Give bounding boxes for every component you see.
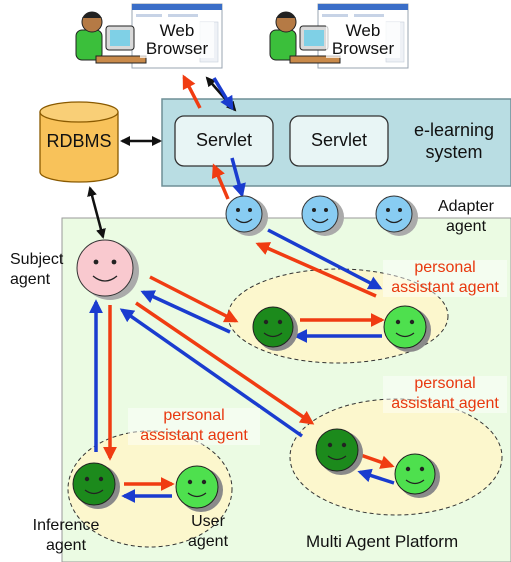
personal-assistant-label-1: personal assistant agent bbox=[383, 259, 507, 297]
pa3-line1: personal bbox=[163, 407, 225, 424]
elearning-line2: system bbox=[425, 141, 483, 162]
adapter-agent-face-1 bbox=[225, 195, 268, 236]
arrow-rdbms-subject bbox=[87, 186, 106, 239]
servlet-label-1: Servlet bbox=[195, 130, 253, 150]
user-agent-label: User agent bbox=[180, 513, 236, 551]
web-browser-label-2-line1: Web bbox=[345, 21, 381, 40]
pa1-line1: personal bbox=[414, 259, 476, 276]
pa2-line1: personal bbox=[414, 375, 476, 392]
pa2-line2: assistant agent bbox=[391, 394, 499, 412]
subject-agent-label: Subject agent bbox=[10, 251, 64, 289]
adapter-line2: agent bbox=[445, 217, 487, 235]
user-line1: User bbox=[191, 513, 225, 530]
user-agent-face-2 bbox=[394, 453, 440, 498]
inference-line2: agent bbox=[45, 536, 87, 554]
inference-agent-face-3 bbox=[72, 462, 120, 509]
subject-line2: agent bbox=[10, 270, 51, 288]
arrow-browser-to-servlet bbox=[212, 77, 234, 111]
web-browser-label-2-line2: Browser bbox=[331, 38, 395, 58]
inference-line1: Inference bbox=[32, 517, 100, 534]
arrow-servlet-to-browser bbox=[182, 74, 202, 109]
user-at-computer-icon-2 bbox=[269, 11, 341, 64]
personal-assistant-group-2 bbox=[289, 398, 503, 516]
web-browser-label-1-line1: Web bbox=[159, 21, 195, 40]
arrow-pa2-to-subject bbox=[119, 308, 304, 438]
arrow-pa1-to-subject bbox=[140, 290, 231, 334]
arrow-pa1-to-adapter bbox=[255, 242, 377, 298]
rdbms-database bbox=[39, 101, 119, 183]
adapter-agent-label: Adapter agent bbox=[428, 198, 504, 236]
subject-line1: Subject bbox=[10, 251, 64, 268]
user-agent-face-1 bbox=[383, 305, 431, 352]
user-line2: agent bbox=[187, 532, 229, 550]
arrow-adapter-to-pa1 bbox=[267, 228, 383, 290]
personal-assistant-label-2: personal assistant agent bbox=[383, 375, 507, 413]
arrow-subject-to-pa2 bbox=[135, 301, 315, 425]
arrow-servlet-to-adapter bbox=[230, 157, 246, 198]
user-agent-face-3 bbox=[175, 465, 223, 512]
inference-agent-label: Inference agent bbox=[18, 517, 114, 555]
pa1-line2: assistant agent bbox=[391, 278, 499, 296]
adapter-agent-face-3 bbox=[375, 195, 418, 236]
inference-agent-face-2 bbox=[315, 428, 363, 475]
arrow-subject-to-pa1 bbox=[149, 275, 239, 323]
arrow-adapter-to-servlet bbox=[211, 163, 230, 200]
elearning-line1: e-learning bbox=[413, 120, 495, 140]
web-browser-label-1-line2: Browser bbox=[145, 38, 209, 58]
web-browser-label-2: Web Browser bbox=[326, 22, 400, 58]
pa3-line2: assistant agent bbox=[140, 426, 248, 444]
adapter-line1: Adapter bbox=[437, 198, 495, 215]
platform-label: Multi Agent Platform bbox=[306, 532, 459, 551]
subject-agent-face bbox=[76, 239, 139, 300]
inference-agent-face-1 bbox=[252, 306, 298, 351]
adapter-agent-face-2 bbox=[301, 195, 344, 236]
personal-assistant-label-3: personal assistant agent bbox=[128, 407, 260, 445]
servlet-box-2 bbox=[289, 115, 389, 167]
web-browser-label-1: Web Browser bbox=[140, 22, 214, 58]
rdbms-label: RDBMS bbox=[46, 131, 112, 151]
user-at-computer-icon-1 bbox=[75, 11, 147, 64]
arrow-user-to-inference-2 bbox=[357, 468, 395, 485]
elearning-system-label: e-learning system bbox=[400, 121, 508, 162]
servlet-label-2: Servlet bbox=[310, 130, 368, 150]
